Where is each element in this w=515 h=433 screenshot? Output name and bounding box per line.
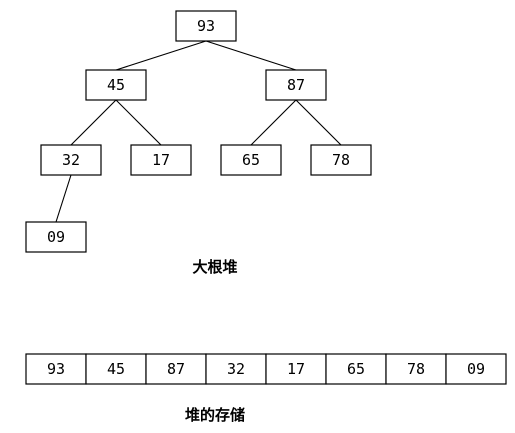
tree-node-label: 78: [332, 151, 350, 169]
tree-edges: [55, 40, 342, 223]
tree-node-label: 93: [197, 17, 215, 35]
heap-caption: 大根堆: [192, 258, 237, 276]
tree-node-box: [220, 144, 282, 176]
array-cell-value: 45: [107, 360, 125, 378]
tree-node: 45: [85, 69, 147, 101]
tree-node: 17: [130, 144, 192, 176]
tree-node-box: [25, 221, 87, 253]
tree-node: 87: [265, 69, 327, 101]
tree-edge: [115, 40, 207, 71]
tree-node-box: [40, 144, 102, 176]
array-cell-box: [325, 353, 387, 385]
tree-node-box: [85, 69, 147, 101]
tree-nodes: 93 45 87 32 17 65 78 09: [25, 10, 372, 253]
tree-edge: [250, 99, 297, 146]
array-cell: 93: [25, 353, 87, 385]
tree-node-box: [130, 144, 192, 176]
array-cell: 09: [445, 353, 507, 385]
array-cell-value: 65: [347, 360, 365, 378]
array-cell: 17: [265, 353, 327, 385]
array-cell-box: [85, 353, 147, 385]
tree-node-box: [310, 144, 372, 176]
array-cell-box: [265, 353, 327, 385]
storage-caption: 堆的存储: [185, 406, 245, 424]
array-cell: 32: [205, 353, 267, 385]
array-cell-value: 17: [287, 360, 305, 378]
tree-node: 09: [25, 221, 87, 253]
tree-node: 65: [220, 144, 282, 176]
array-cell: 78: [385, 353, 447, 385]
array-cell-value: 78: [407, 360, 425, 378]
tree-node: 93: [175, 10, 237, 42]
array-cell-value: 93: [47, 360, 65, 378]
tree-edge: [115, 99, 162, 146]
tree-node-label: 45: [107, 76, 125, 94]
tree-edge: [295, 99, 342, 146]
tree-node-label: 65: [242, 151, 260, 169]
array-cell-box: [25, 353, 87, 385]
tree-node: 32: [40, 144, 102, 176]
tree-node-label: 32: [62, 151, 80, 169]
array-cell-value: 32: [227, 360, 245, 378]
tree-node: 78: [310, 144, 372, 176]
array-cell-value: 09: [467, 360, 485, 378]
tree-edge: [70, 99, 117, 146]
tree-edge: [55, 174, 72, 223]
tree-node-label: 17: [152, 151, 170, 169]
array-cell-box: [205, 353, 267, 385]
tree-node-box: [175, 10, 237, 42]
array-cell: 45: [85, 353, 147, 385]
tree-node-label: 87: [287, 76, 305, 94]
array-cell: 65: [325, 353, 387, 385]
array-cell: 87: [145, 353, 207, 385]
storage-array: 93 45 87 32 17 65 78 09: [25, 353, 507, 385]
tree-node-label: 09: [47, 228, 65, 246]
array-cell-box: [445, 353, 507, 385]
tree-node-box: [265, 69, 327, 101]
array-cell-value: 87: [167, 360, 185, 378]
tree-edge: [205, 40, 297, 71]
